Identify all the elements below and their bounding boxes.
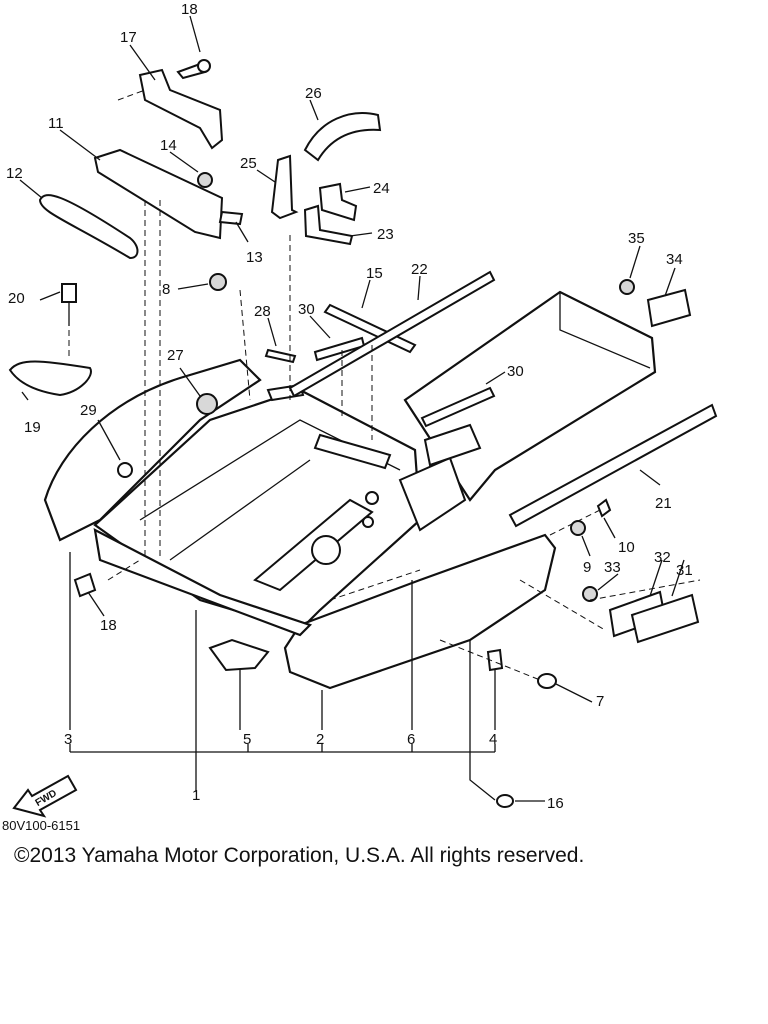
label-2: 2 — [316, 731, 324, 748]
drawing-code: 80V100-6151 — [2, 818, 81, 833]
label-34: 34 — [666, 251, 683, 268]
part-labels: 18 17 11 14 12 13 25 26 24 23 35 34 20 8… — [6, 1, 693, 812]
label-33: 33 — [604, 559, 621, 576]
label-17: 17 — [120, 29, 137, 46]
label-7: 7 — [596, 693, 604, 710]
label-23: 23 — [377, 226, 394, 243]
label-21: 21 — [655, 495, 672, 512]
label-29: 29 — [80, 402, 97, 419]
label-12: 12 — [6, 165, 23, 182]
label-22: 22 — [411, 261, 428, 278]
label-20: 20 — [8, 290, 25, 307]
parts — [8, 59, 718, 808]
label-18: 18 — [100, 617, 117, 634]
label-31: 31 — [676, 562, 693, 579]
label-27: 27 — [167, 347, 184, 364]
label-26: 26 — [305, 85, 322, 102]
label-10: 10 — [618, 539, 635, 556]
label-9: 9 — [583, 559, 591, 576]
label-19: 19 — [24, 419, 41, 436]
label-4: 4 — [489, 731, 497, 748]
label-5: 5 — [243, 731, 251, 748]
label-18: 18 — [181, 1, 198, 18]
label-13: 13 — [246, 249, 263, 266]
label-24: 24 — [373, 180, 390, 197]
label-8: 8 — [162, 281, 170, 298]
label-30: 30 — [298, 301, 315, 318]
label-1: 1 — [192, 787, 200, 804]
label-28: 28 — [254, 303, 271, 320]
label-25: 25 — [240, 155, 257, 172]
label-3: 3 — [64, 731, 72, 748]
label-16: 16 — [547, 795, 564, 812]
label-11: 11 — [48, 115, 64, 132]
label-14: 14 — [160, 137, 177, 154]
label-32: 32 — [654, 549, 671, 566]
label-15: 15 — [366, 265, 383, 282]
fwd-arrow-icon: FWD — [12, 774, 78, 818]
frame-assembly — [43, 290, 657, 690]
leader-lines — [19, 15, 701, 802]
copyright-notice: ©2013 Yamaha Motor Corporation, U.S.A. A… — [14, 844, 585, 867]
label-6: 6 — [407, 731, 415, 748]
label-30: 30 — [507, 363, 524, 380]
label-35: 35 — [628, 230, 645, 247]
